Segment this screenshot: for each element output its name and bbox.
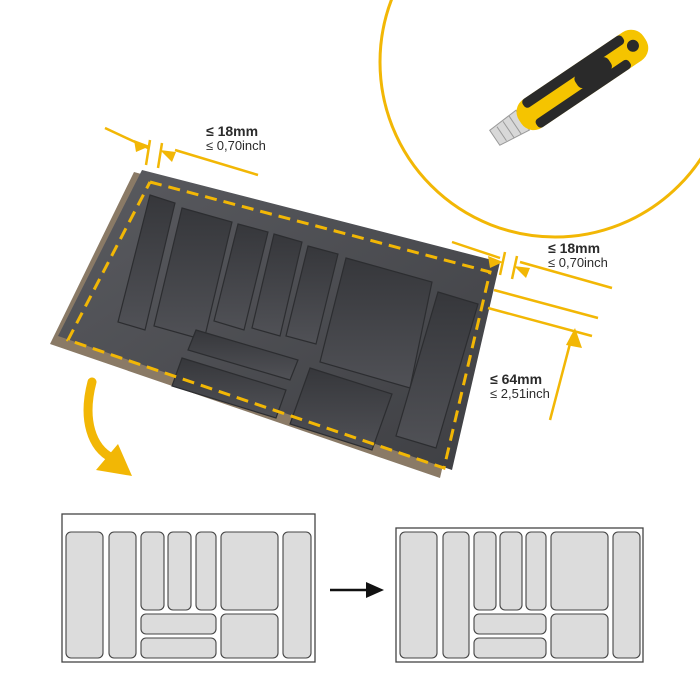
dimension-side-right: ≤ 18mm ≤ 0,70inch	[548, 241, 608, 269]
curved-arrow-icon	[83, 377, 132, 476]
dimension-height-mm: ≤ 64mm	[490, 371, 543, 387]
tray-compartments	[117, 194, 479, 451]
cutlery-tray	[50, 170, 500, 478]
dimension-side-right-mm: ≤ 18mm	[548, 240, 601, 256]
dimension-height: ≤ 64mm ≤ 2,51inch	[490, 372, 550, 400]
cutter-callout	[378, 0, 700, 239]
plan-before	[61, 513, 316, 663]
dimension-side-right-inch: ≤ 0,70inch	[548, 254, 608, 270]
right-arrow-icon	[330, 582, 384, 598]
dimension-side-top-mm: ≤ 18mm	[206, 123, 259, 139]
dimension-arrowheads	[134, 140, 582, 348]
dimension-side-top-inch: ≤ 0,70inch	[206, 137, 266, 153]
trim-line	[65, 180, 492, 470]
dimension-height-inch: ≤ 2,51inch	[490, 385, 550, 401]
dimension-side-top: ≤ 18mm ≤ 0,70inch	[206, 124, 266, 152]
plan-after	[395, 527, 644, 663]
utility-knife-icon	[489, 29, 649, 146]
